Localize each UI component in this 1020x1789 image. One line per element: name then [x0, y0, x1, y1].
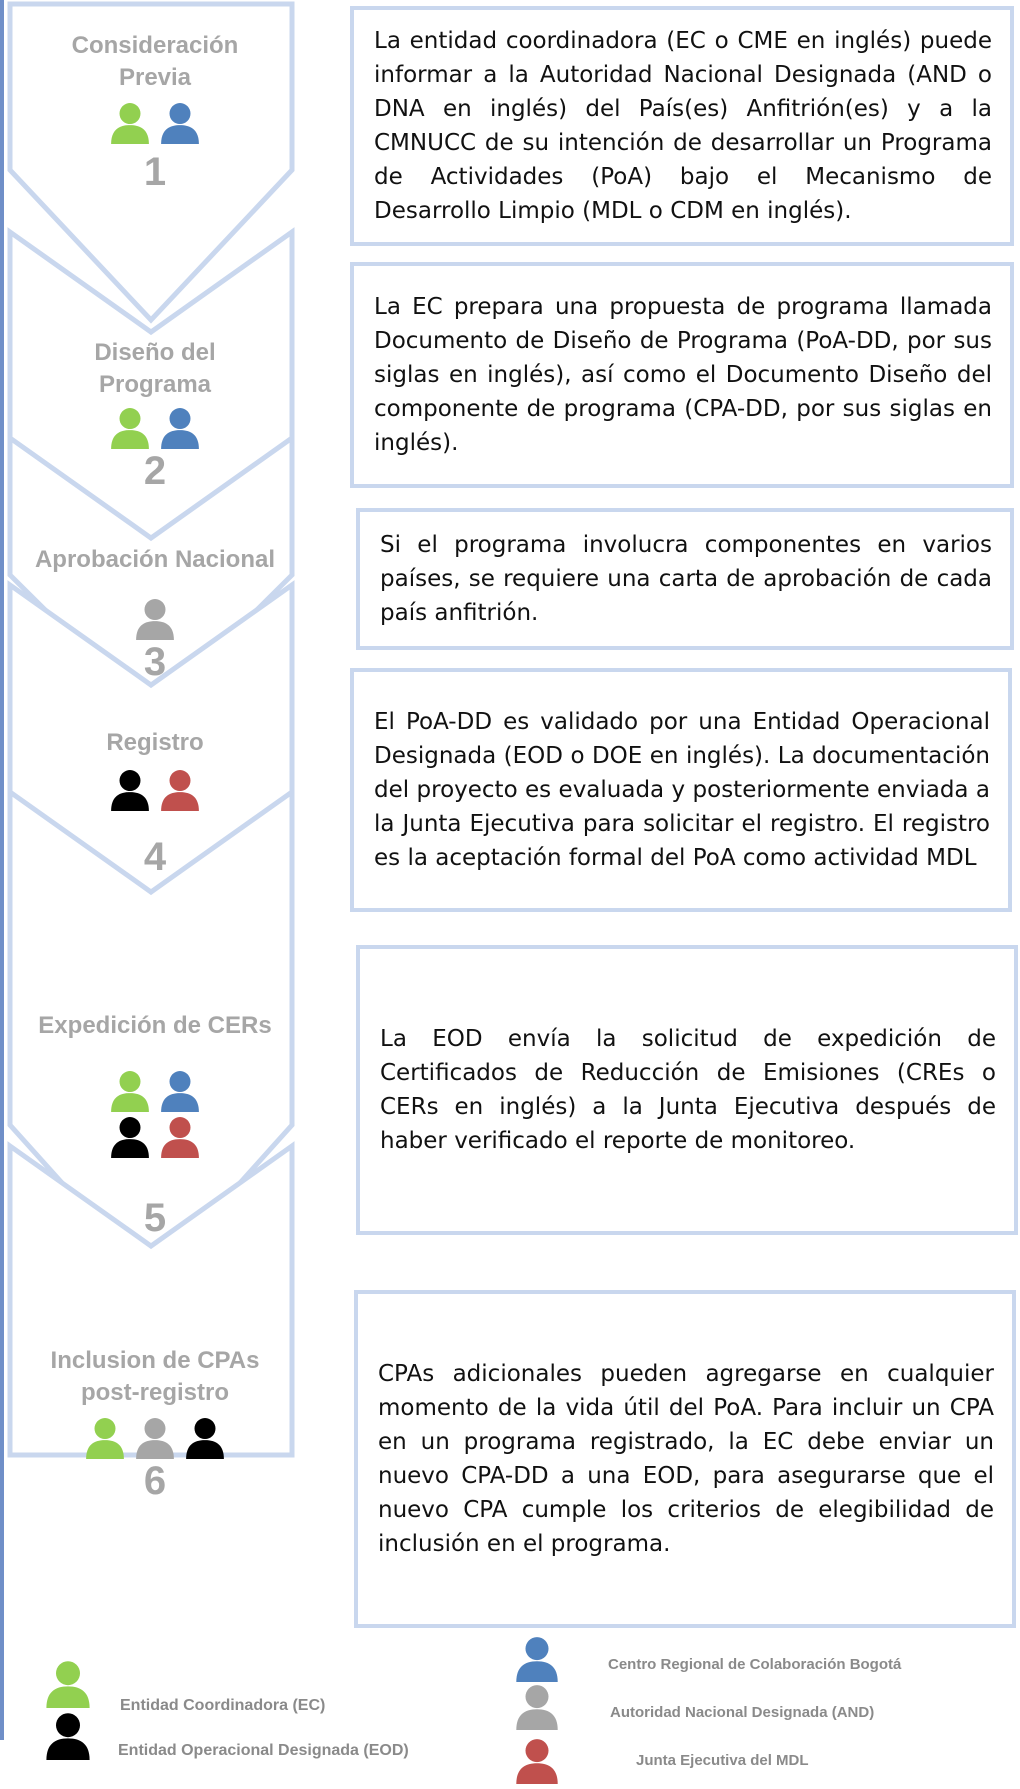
step-4: Registro 4 [30, 727, 280, 879]
step-3-description: Si el programa involucra componentes en … [380, 532, 992, 626]
step-1: Consideración Previa 1 [30, 30, 280, 194]
step-6-description-box: CPAs adicionales pueden agregarse en cua… [354, 1290, 1016, 1628]
ec-person-icon [109, 102, 151, 144]
ec-person-icon [109, 407, 151, 449]
step-1-number: 1 [143, 150, 167, 194]
crc-person-icon [159, 102, 201, 144]
step-5-title-line-1: Expedición de CERs [38, 1012, 272, 1039]
legend-eod [44, 1712, 92, 1765]
chevron-step-1 [7, 1, 295, 324]
step-1-title-line-2: Previa [118, 64, 192, 91]
step-6-title-line-1: Inclusion de CPAs [50, 1347, 260, 1374]
step-3-actor-icons [20, 598, 290, 640]
chevron-step-5 [7, 787, 295, 1286]
crc-person-icon [159, 1070, 201, 1112]
ec-person-icon [44, 1660, 92, 1713]
eod-person-icon [109, 1116, 151, 1158]
step-5-actor-icons [20, 1070, 290, 1158]
junta-person-icon [514, 1738, 560, 1789]
legend-and-label: Autoridad Nacional Designada (AND) [610, 1704, 875, 1721]
legend-ec-label: Entidad Coordinadora (EC) [120, 1697, 326, 1714]
legend-junta [514, 1738, 560, 1789]
step-1-actor-icons [30, 102, 280, 144]
step-5-description: La EOD envía la solicitud de expedición … [380, 1026, 996, 1154]
and-person-icon [134, 1417, 176, 1459]
step-1-title-line-1: Consideración [71, 32, 239, 59]
step-4-description-box: El PoA-DD es validado por una Entidad Op… [350, 668, 1012, 912]
legend-and [514, 1684, 560, 1735]
step-2-number: 2 [143, 449, 167, 493]
left-edge-line [0, 0, 4, 1740]
step-3-description-box: Si el programa involucra componentes en … [356, 508, 1014, 650]
crc-person-icon [159, 407, 201, 449]
junta-person-icon [159, 769, 201, 811]
step-1-description-box: La entidad coordinadora (EC o CME en ing… [350, 6, 1014, 246]
chevron-step-3 [7, 433, 295, 719]
step-5: Expedición de CERs 5 [20, 1010, 290, 1240]
step-4-actor-icons [30, 769, 280, 811]
legend-ec [44, 1660, 92, 1713]
step-5-description-box: La EOD envía la solicitud de expedición … [356, 945, 1018, 1235]
step-2-actor-icons [30, 407, 280, 449]
legend-crc [514, 1636, 560, 1687]
step-6-title-line-2: post-registro [80, 1379, 229, 1406]
step-6-actor-icons [30, 1417, 280, 1459]
step-3: Aprobación Nacional 3 [20, 544, 290, 684]
step-3-title-line-1: Aprobación Nacional [34, 546, 276, 573]
and-person-icon [134, 598, 176, 640]
step-2-title-line-2: Programa [98, 371, 212, 398]
chevron-step-6 [7, 1141, 295, 1458]
ec-person-icon [84, 1417, 126, 1459]
step-4-description: El PoA-DD es validado por una Entidad Op… [374, 709, 990, 871]
ec-person-icon [109, 1070, 151, 1112]
step-6: Inclusion de CPAs post-registro 6 [30, 1345, 280, 1503]
junta-person-icon [159, 1116, 201, 1158]
step-5-number: 5 [143, 1196, 167, 1240]
chevron-flow [7, 1, 295, 1458]
and-person-icon [514, 1684, 560, 1735]
step-4-title-line-1: Registro [106, 729, 204, 756]
eod-person-icon [44, 1712, 92, 1765]
step-1-description: La entidad coordinadora (EC o CME en ing… [374, 28, 992, 224]
eod-person-icon [184, 1417, 226, 1459]
step-6-description: CPAs adicionales pueden agregarse en cua… [378, 1361, 994, 1557]
eod-person-icon [109, 769, 151, 811]
legend-eod-label: Entidad Operacional Designada (EOD) [118, 1742, 409, 1759]
step-2: Diseño del Programa 2 [30, 337, 280, 493]
legend-junta-label: Junta Ejecutiva del MDL [636, 1752, 809, 1769]
step-3-number: 3 [143, 640, 167, 684]
step-2-title-line-1: Diseño del [94, 339, 216, 366]
legend-crc-label: Centro Regional de Colaboración Bogotá [608, 1656, 902, 1673]
step-2-description: La EC prepara una propuesta de programa … [374, 294, 992, 456]
step-6-number: 6 [143, 1459, 167, 1503]
step-4-number: 4 [143, 835, 167, 879]
crc-person-icon [514, 1636, 560, 1687]
step-2-description-box: La EC prepara una propuesta de programa … [350, 262, 1014, 488]
